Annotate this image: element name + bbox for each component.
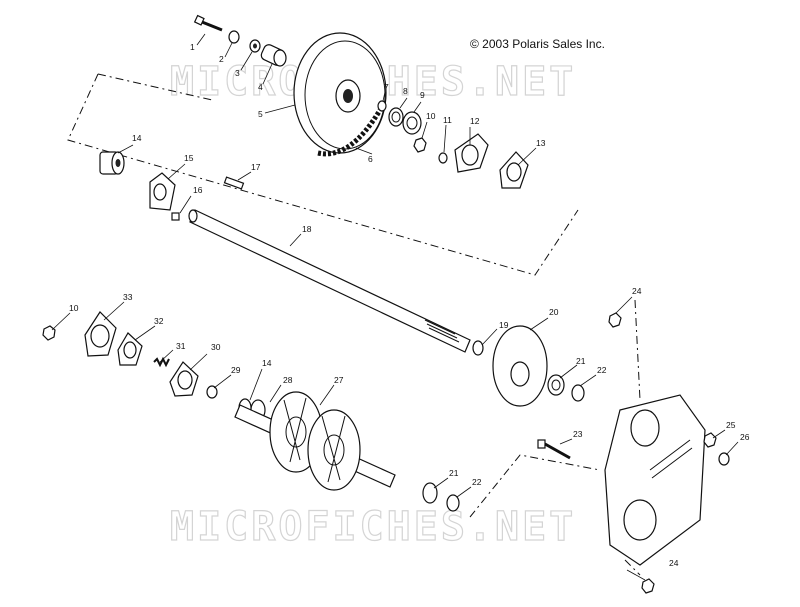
callout-20: 20 — [549, 307, 559, 317]
part-23-bolt — [537, 439, 571, 460]
part-26-bolt — [718, 452, 730, 466]
callout-32: 32 — [154, 316, 164, 326]
part-3-washer — [249, 39, 261, 53]
callout-21-lower: 21 — [449, 468, 459, 478]
part-12-flange — [454, 133, 489, 173]
part-19-oring — [472, 340, 484, 356]
part-16-bolt — [171, 212, 180, 221]
part-33-housing — [84, 311, 117, 357]
part-9-bearing — [402, 111, 422, 135]
callout-26: 26 — [740, 432, 750, 442]
part-11-washer — [438, 152, 448, 164]
part-14-bearing-upper — [99, 151, 125, 175]
callout-16: 16 — [193, 185, 203, 195]
callout-1: 1 — [190, 42, 195, 52]
part-27-drive-sprockets — [234, 391, 396, 491]
callout-31: 31 — [176, 341, 186, 351]
callout-22: 22 — [597, 365, 607, 375]
part-8-seal — [388, 107, 404, 127]
callout-29: 29 — [231, 365, 241, 375]
callout-2: 2 — [219, 54, 224, 64]
callout-17: 17 — [251, 162, 261, 172]
callout-7: 7 — [384, 82, 389, 92]
callout-labels: 1 2 3 4 5 6 7 8 9 10 11 12 13 14 15 16 1… — [69, 42, 750, 568]
callout-13: 13 — [536, 138, 546, 148]
callout-14-lower: 14 — [262, 358, 272, 368]
part-31-spring — [153, 356, 170, 368]
callout-33: 33 — [123, 292, 133, 302]
part-2-washer — [228, 30, 240, 44]
callout-14: 14 — [132, 133, 142, 143]
part-30-plate — [169, 361, 199, 397]
part-7-ring — [377, 100, 387, 112]
callout-21: 21 — [576, 356, 586, 366]
callout-30: 30 — [211, 342, 221, 352]
leader-lines — [51, 33, 739, 581]
callout-12: 12 — [470, 116, 480, 126]
callout-8: 8 — [403, 86, 408, 96]
callout-28: 28 — [283, 375, 293, 385]
chaincase-housing — [604, 394, 706, 566]
callout-5: 5 — [258, 109, 263, 119]
part-22-seal-lower — [446, 494, 460, 512]
part-1-bolt — [193, 14, 223, 32]
part-10-nut-lower — [42, 325, 56, 341]
callout-10: 10 — [426, 111, 436, 121]
part-13-plate — [499, 151, 529, 189]
callout-23: 23 — [573, 429, 583, 439]
copyright-text: © 2003 Polaris Sales Inc. — [470, 37, 605, 51]
callout-27: 27 — [334, 375, 344, 385]
assembly-line-lower — [469, 299, 641, 576]
part-29-bushing — [206, 385, 218, 399]
callout-25: 25 — [726, 420, 736, 430]
callout-9: 9 — [420, 90, 425, 100]
assembly-line-upper — [67, 73, 579, 276]
callout-19: 19 — [499, 320, 509, 330]
part-21-bearing-lower — [422, 482, 438, 504]
part-20-brake-disc — [492, 325, 548, 407]
part-6-chain — [317, 108, 383, 157]
part-21-bearing-upper — [547, 374, 565, 396]
part-22-seal-upper — [571, 384, 585, 402]
callout-11: 11 — [443, 115, 452, 125]
callout-6: 6 — [368, 154, 373, 164]
callout-18: 18 — [302, 224, 312, 234]
callout-22-lower: 22 — [472, 477, 482, 487]
part-5-sprocket — [293, 32, 387, 154]
part-32-gasket — [117, 332, 143, 366]
callout-4: 4 — [258, 82, 263, 92]
part-4-bushing — [260, 44, 287, 67]
part-24-nut-upper — [608, 312, 622, 328]
part-10-nut — [413, 137, 427, 153]
part-17-key — [223, 176, 245, 190]
callout-3: 3 — [235, 68, 240, 78]
part-15-plate — [149, 172, 176, 211]
part-24-nut-lower — [641, 578, 655, 594]
callout-24: 24 — [632, 286, 642, 296]
callout-15: 15 — [184, 153, 194, 163]
part-18-shaft — [188, 209, 471, 353]
callout-24-lower: 24 — [669, 558, 679, 568]
watermark-bottom: MICROFICHES.NET — [170, 504, 576, 550]
part-25-nut — [703, 432, 717, 448]
callout-10-lower: 10 — [69, 303, 79, 313]
